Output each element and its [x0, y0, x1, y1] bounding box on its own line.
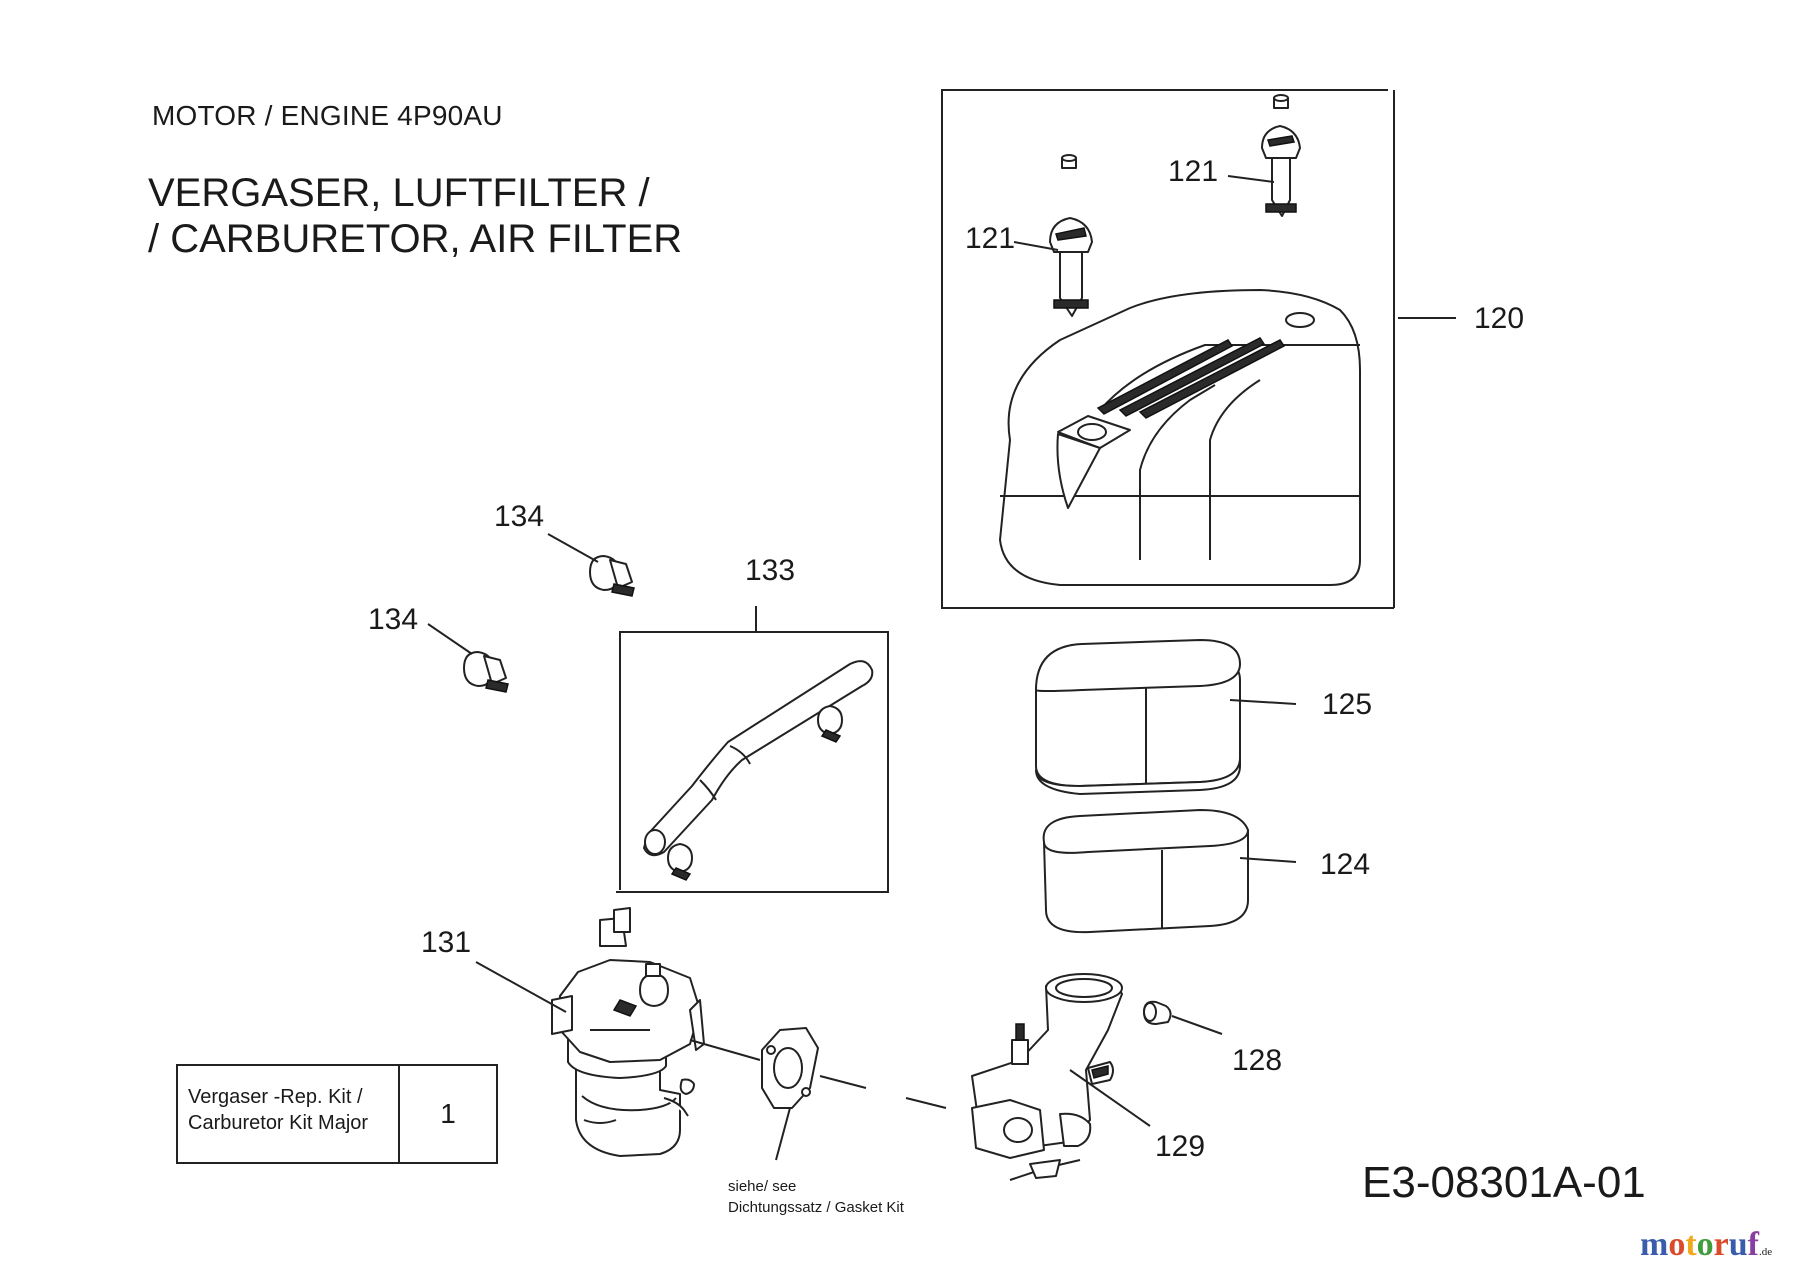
part-label-133: 133 [745, 554, 796, 587]
breather-hose-box [616, 606, 889, 893]
watermark-letter: u [1728, 1226, 1748, 1263]
leader-129 [1069, 1069, 1151, 1127]
leader-131 [475, 961, 567, 1013]
clamp-134-upper [589, 555, 635, 597]
watermark-letter: r [1713, 1226, 1729, 1263]
watermark-suffix: .de [1759, 1246, 1773, 1258]
gasket-note-line-2: Dichtungssatz / Gasket Kit [728, 1199, 904, 1216]
part-label-121-lower: 121 [965, 222, 1016, 255]
part-label-120: 120 [1474, 302, 1525, 335]
air-filter-element [1035, 639, 1297, 795]
part-label-128: 128 [1232, 1044, 1283, 1077]
watermark-letter: o [1668, 1226, 1686, 1263]
air-filter-cover [999, 289, 1361, 586]
leader-134b [427, 623, 473, 655]
clamp-134-lower [463, 651, 509, 693]
part-label-129: 129 [1155, 1130, 1206, 1163]
watermark-text: motoruf [1640, 1226, 1759, 1263]
breather-hose [643, 660, 874, 881]
diagram-title: VERGASER, LUFTFILTER / / CARBURETOR, AIR… [148, 170, 682, 262]
kit-description: Vergaser -Rep. Kit / Carburetor Kit Majo… [178, 1066, 400, 1162]
part-label-125: 125 [1322, 688, 1373, 721]
part-label-134-upper: 134 [494, 500, 545, 533]
diagram-title-line-1: VERGASER, LUFTFILTER / [148, 171, 650, 215]
part-label-124: 124 [1320, 848, 1371, 881]
gasket-kit-note: siehe/ see Dichtungssatz / Gasket Kit [728, 1176, 904, 1218]
drawing-code: E3-08301A-01 [1362, 1158, 1646, 1207]
kit-quantity: 1 [440, 1098, 456, 1129]
part-label-134-lower: 134 [368, 603, 419, 636]
knob-121-lower [1049, 217, 1093, 317]
watermark-logo: motoruf.de [1640, 1226, 1772, 1264]
carburetor-kit-table: Vergaser -Rep. Kit / Carburetor Kit Majo… [176, 1064, 498, 1164]
diagram-title-line-2: / CARBURETOR, AIR FILTER [148, 217, 683, 261]
kit-description-line-2: Carburetor Kit Major [188, 1112, 369, 1134]
watermark-letter: m [1640, 1226, 1669, 1263]
part-label-131: 131 [421, 926, 472, 959]
part-label-121-upper: 121 [1168, 155, 1219, 188]
leader-121a [1227, 175, 1275, 183]
gasket [761, 1027, 819, 1161]
intake-manifold [971, 973, 1123, 1181]
watermark-letter: f [1747, 1226, 1759, 1263]
cap-121-small [1061, 154, 1077, 169]
gasket-note-line-1: siehe/ see [728, 1178, 797, 1195]
pre-filter [1042, 809, 1297, 934]
kit-description-line-1: Vergaser -Rep. Kit / [188, 1086, 363, 1108]
watermark-letter: o [1696, 1226, 1714, 1263]
air-filter-cover-box [941, 89, 1395, 609]
carburetor [551, 907, 705, 1157]
sleeve-128 [1143, 1000, 1223, 1035]
watermark-letter: t [1685, 1226, 1697, 1263]
engine-label: MOTOR / ENGINE 4P90AU [152, 100, 503, 131]
knob-121-upper [1261, 94, 1301, 217]
leader-121b [1013, 241, 1059, 251]
leader-134a [547, 533, 599, 563]
